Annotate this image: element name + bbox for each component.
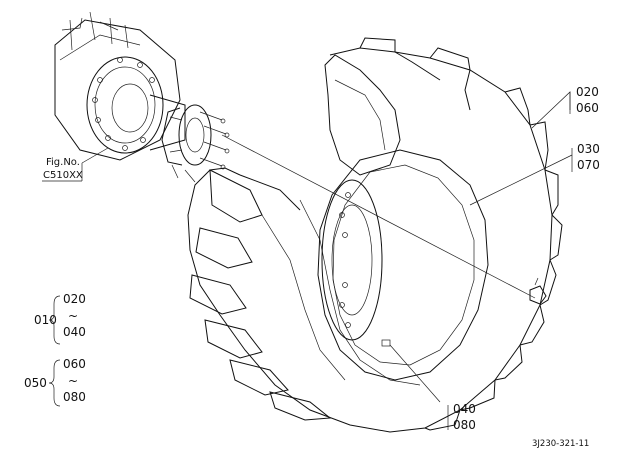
- assembly-2-from: 060: [63, 357, 86, 371]
- drawing-number: 3J230-321-11: [532, 439, 589, 449]
- figure-ref-prefix: Fig.No.: [46, 157, 80, 168]
- axle-hub-assembly: [54, 11, 230, 183]
- assembly-1-number: 010: [34, 313, 57, 327]
- callout-rim: 030 070: [469, 142, 600, 206]
- figure-ref-code: C510XX: [43, 170, 83, 181]
- callout-valve: 040 080: [389, 344, 476, 432]
- callout-tire-line2: 060: [576, 101, 599, 115]
- assembly-2-range-mark: ~: [68, 374, 78, 388]
- valve-stem: [529, 277, 547, 305]
- rim: [317, 149, 489, 381]
- assembly-1-to: 040: [63, 325, 86, 339]
- assembly-2-to: 080: [63, 390, 86, 404]
- callout-rim-line1: 030: [577, 142, 600, 156]
- assembly-1-range-mark: ~: [68, 309, 78, 323]
- assembly-group-2: 050 060 ~ 080: [24, 357, 86, 407]
- tire: [187, 37, 563, 433]
- callout-tire: 020 060: [531, 85, 599, 129]
- figure-reference: Fig.No. C510XX: [42, 147, 109, 182]
- callout-valve-line1: 040: [453, 402, 476, 416]
- callout-valve-line2: 080: [453, 418, 476, 432]
- mounting-axis-line: [221, 134, 536, 299]
- assembly-group-1: 010 020 ~ 040: [34, 292, 86, 345]
- callout-tire-line1: 020: [576, 85, 599, 99]
- assembly-2-number: 050: [24, 376, 47, 390]
- callout-rim-line2: 070: [577, 158, 600, 172]
- assembly-1-from: 020: [63, 292, 86, 306]
